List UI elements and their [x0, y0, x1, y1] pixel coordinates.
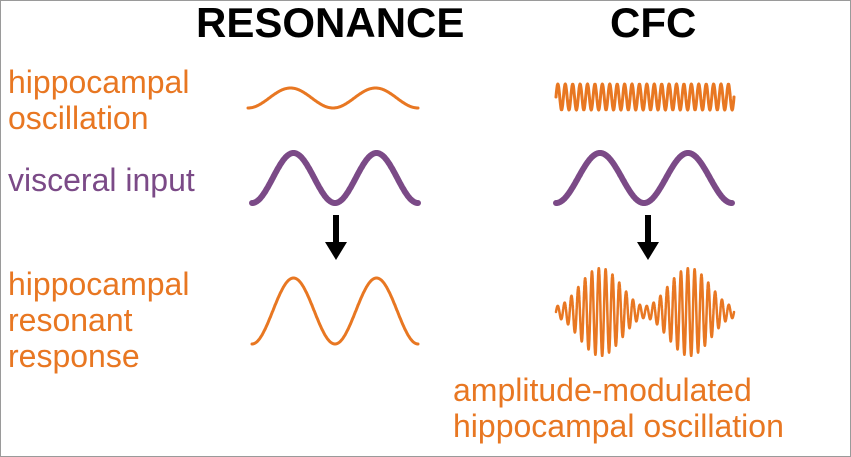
amplitude-modulated-label: amplitude-modulated hippocampal oscillat…: [453, 372, 784, 444]
resonance-visceral-input-wave: [249, 150, 421, 206]
label-line: response: [8, 338, 140, 374]
label-line: hippocampal: [8, 64, 190, 100]
label-line: oscillation: [8, 100, 149, 136]
label-line: hippocampal: [8, 266, 190, 302]
label-line: resonant: [8, 302, 133, 338]
cfc-heading: CFC: [610, 0, 697, 46]
label-line: hippocampal oscillation: [453, 408, 784, 444]
cfc-oscillation-wave: [554, 82, 736, 112]
cfc-visceral-input-wave: [553, 150, 735, 206]
hippocampal-oscillation-label: hippocampal oscillation: [8, 64, 189, 136]
resonant-response-label: hippocampal resonant response: [8, 266, 189, 374]
resonance-response-wave: [250, 276, 420, 346]
visceral-input-label: visceral input: [8, 162, 195, 198]
resonance-oscillation-wave: [246, 86, 420, 110]
cfc-modulated-response-wave: [554, 266, 736, 358]
label-line: amplitude-modulated: [453, 372, 752, 408]
arrow-down-icon: [637, 215, 659, 260]
resonance-heading: RESONANCE: [196, 0, 465, 46]
arrow-down-icon: [325, 215, 347, 260]
